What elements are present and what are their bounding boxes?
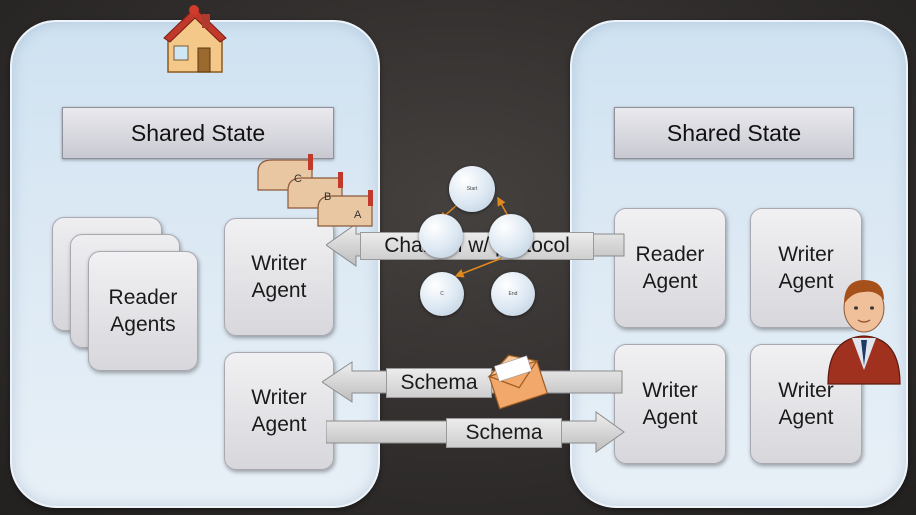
writer-agent-label-right-2: Writer Agent [642, 379, 698, 429]
reader-agent-box-right: Reader Agent [614, 208, 726, 328]
writer-agent-label-left-bottom: Writer Agent [251, 386, 307, 436]
writer-agent-box-right-1: Writer Agent [750, 208, 862, 328]
mailbox-letter-b: B [324, 191, 331, 203]
mailbox-letter-c: C [294, 173, 302, 185]
state-node-c-label: C [440, 291, 444, 297]
right-system-panel: Shared State Reader Agent Writer Agent W… [570, 20, 908, 508]
schema-label-bottom: Schema [465, 421, 543, 444]
writer-agent-box-right-2: Writer Agent [614, 344, 726, 464]
shared-state-box-right: Shared State [614, 107, 854, 159]
writer-agent-box-left-top: Writer Agent [224, 218, 334, 336]
state-node-start: Start [449, 166, 495, 212]
mailbox-letter-a: A [354, 209, 362, 221]
state-node-end-label: End [508, 291, 518, 297]
reader-agent-label-right: Reader Agent [635, 243, 705, 293]
schema-label-top: Schema [400, 371, 478, 394]
writer-agent-label-right-3: Writer Agent [778, 379, 834, 429]
writer-agent-label-right-1: Writer Agent [778, 243, 834, 293]
house-icon [163, 5, 227, 73]
reader-agents-box: Reader Agents [88, 251, 198, 371]
reader-agents-label: Reader Agents [108, 286, 178, 336]
shared-state-box-left: Shared State [62, 107, 334, 159]
state-node-right [489, 214, 533, 258]
shared-state-label-left: Shared State [130, 119, 266, 146]
left-system-panel: Shared State Reader Agents Writer Agent … [10, 20, 380, 508]
person-icon [827, 280, 901, 385]
writer-agent-box-right-3: Writer Agent [750, 344, 862, 464]
state-node-start-label: Start [466, 186, 478, 192]
shared-state-label-right: Shared State [666, 119, 802, 146]
writer-agent-box-left-bottom: Writer Agent [224, 352, 334, 470]
state-node-end: End [491, 272, 535, 316]
mailbox-icon: C B A [257, 154, 373, 227]
state-node-c: C [420, 272, 464, 316]
state-node-left [419, 214, 463, 258]
schema-label-box-bottom: Schema [446, 418, 562, 448]
envelope-icon [487, 354, 548, 410]
schema-label-box-top: Schema [386, 368, 492, 398]
writer-agent-label-left-top: Writer Agent [251, 252, 307, 302]
